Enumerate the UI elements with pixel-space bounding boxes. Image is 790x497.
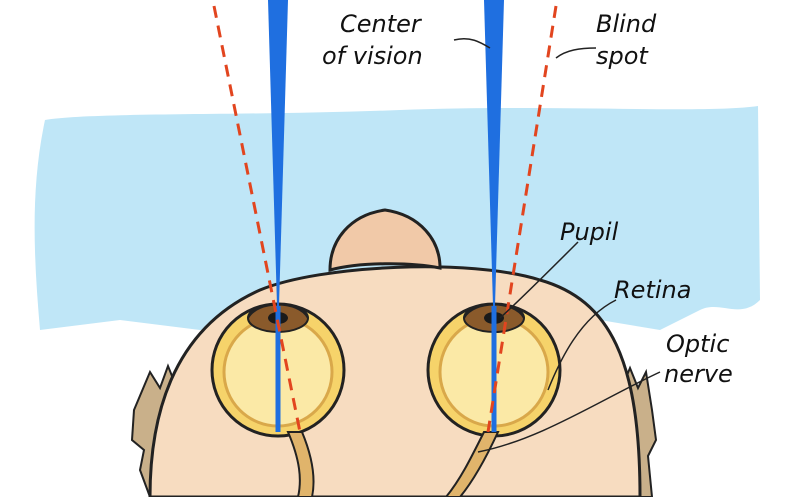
optic-nerve-label-line1: Optic	[666, 330, 729, 358]
pupil-label: Pupil	[560, 218, 619, 246]
center-of-vision-label-line2: of vision	[322, 42, 423, 70]
center-of-vision-label-line1: Center	[340, 10, 423, 38]
optic-nerve-leader	[477, 371, 661, 453]
right-vision-beam	[484, 0, 504, 306]
center-leader	[453, 37, 491, 49]
right-blind-spot-line	[486, 5, 558, 433]
left-optic-nerve	[286, 431, 315, 497]
optic-nerve-label-line2: nerve	[664, 360, 733, 388]
blind-spot-leader	[555, 47, 597, 59]
blind-spot-label-line2: spot	[596, 42, 649, 70]
left-vision-beam	[268, 0, 288, 306]
retina-label: Retina	[614, 276, 691, 304]
retina-leader	[547, 299, 617, 391]
left-blind-spot-line	[212, 5, 302, 433]
pupil-leader	[499, 241, 579, 319]
nose	[328, 208, 442, 272]
blind-spot-label-line1: Blind	[596, 10, 657, 38]
